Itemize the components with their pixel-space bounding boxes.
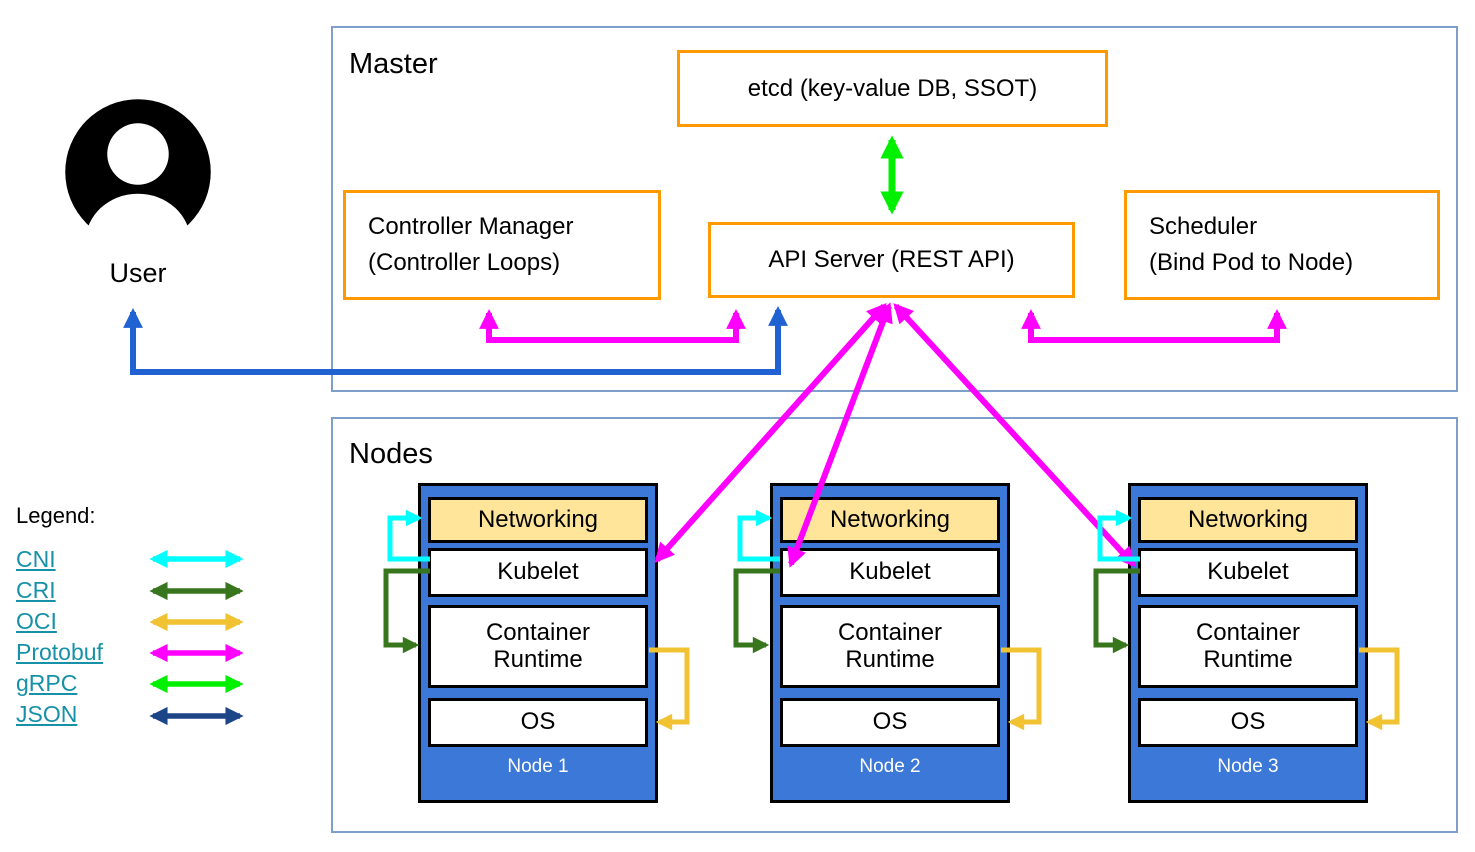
node-1: Networking Kubelet Container Runtime OS … bbox=[418, 483, 658, 803]
scheduler-label-line1: Scheduler bbox=[1149, 213, 1258, 240]
legend-link-json[interactable]: JSON bbox=[16, 701, 78, 727]
node-1-os-layer: OS bbox=[428, 698, 648, 747]
controller-manager-label-line1: Controller Manager bbox=[368, 213, 574, 240]
node-1-label: Node 1 bbox=[507, 756, 569, 777]
scheduler-box: Scheduler (Bind Pod to Node) bbox=[1124, 190, 1440, 300]
node-1-container-runtime-layer: Container Runtime bbox=[428, 605, 648, 688]
node-1-networking-layer: Networking bbox=[428, 497, 648, 543]
node-3: Networking Kubelet Container Runtime OS … bbox=[1128, 483, 1368, 803]
node-2-container-runtime-layer: Container Runtime bbox=[780, 605, 1000, 688]
etcd-label: etcd (key-value DB, SSOT) bbox=[747, 74, 1038, 102]
node-2-label: Node 2 bbox=[859, 756, 921, 777]
node-1-kubelet-layer: Kubelet bbox=[428, 548, 648, 597]
legend-link-cri[interactable]: CRI bbox=[16, 577, 56, 603]
api-server-box: API Server (REST API) bbox=[708, 222, 1075, 298]
node-2-os-layer: OS bbox=[780, 698, 1000, 747]
node-2-networking-layer: Networking bbox=[780, 497, 1000, 543]
node-3-kubelet-layer: Kubelet bbox=[1138, 548, 1358, 597]
api-server-label: API Server (REST API) bbox=[768, 246, 1015, 273]
legend-title: Legend: bbox=[16, 503, 96, 528]
node-3-container-runtime-layer: Container Runtime bbox=[1138, 605, 1358, 688]
legend-link-grpc[interactable]: gRPC bbox=[16, 670, 78, 696]
user-label: User bbox=[109, 258, 167, 288]
node-2-kubelet-layer: Kubelet bbox=[780, 548, 1000, 597]
node-2: Networking Kubelet Container Runtime OS … bbox=[770, 483, 1010, 803]
controller-manager-box: Controller Manager (Controller Loops) bbox=[343, 190, 661, 300]
legend-link-oci[interactable]: OCI bbox=[16, 608, 57, 634]
nodes-title: Nodes bbox=[349, 438, 433, 470]
node-3-networking-layer: Networking bbox=[1138, 497, 1358, 543]
legend-link-protobuf[interactable]: Protobuf bbox=[16, 639, 103, 665]
node-3-os-layer: OS bbox=[1138, 698, 1358, 747]
controller-manager-label-line2: (Controller Loops) bbox=[368, 249, 561, 276]
etcd-box: etcd (key-value DB, SSOT) bbox=[677, 50, 1108, 127]
user-icon bbox=[65, 99, 211, 247]
master-title: Master bbox=[349, 48, 438, 80]
node-3-label: Node 3 bbox=[1217, 756, 1279, 777]
scheduler-label-line2: (Bind Pod to Node) bbox=[1149, 249, 1354, 276]
legend-link-cni[interactable]: CNI bbox=[16, 546, 56, 572]
